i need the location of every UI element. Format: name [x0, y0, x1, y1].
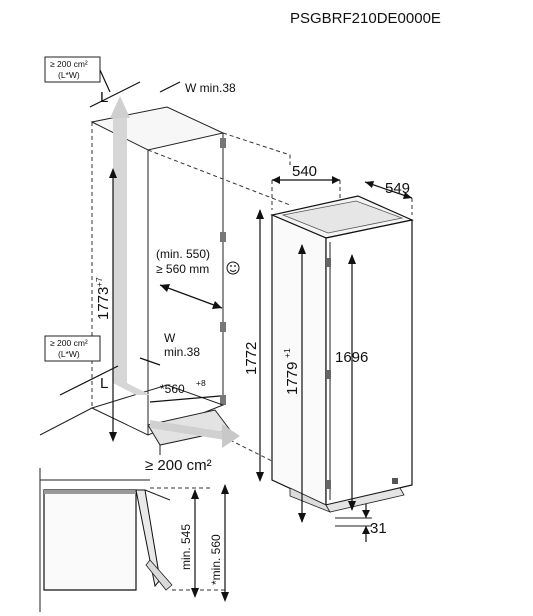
appliance-body-height-dimension: 1772 [243, 209, 264, 482]
door-hinge-icon [326, 370, 331, 379]
bottom-vent-annotation: ≥ 200 cm² (L*W) L W min.38 [44, 331, 200, 396]
niche-width: *560 [160, 382, 185, 396]
appliance-total-height-tolerance: +1 [282, 348, 292, 358]
appliance-depth: 549 [385, 180, 410, 197]
bottom-vent-formula: (L*W) [58, 349, 80, 359]
vent-up-arrow-icon [110, 96, 130, 118]
appliance-width: 540 [292, 163, 317, 180]
gap-dimension: 31 [335, 504, 387, 542]
detail-view: min. 545 *min. 560 [39, 468, 229, 612]
top-vent-annotation: ≥ 200 cm² (L*W) L W min.38 [44, 56, 236, 108]
appliance-total-height: 1779 [284, 362, 301, 395]
vent-out-arrow-icon [222, 424, 240, 448]
niche-height: 1773 [95, 287, 112, 320]
door-hinge-icon [326, 258, 331, 267]
detail-dim-560: *min. 560 [209, 534, 223, 585]
hinge-icon [220, 232, 226, 242]
niche-depth-dimension: (min. 550) ≥ 560 mm [156, 247, 240, 309]
appliance-body [270, 195, 414, 513]
door-height-dimension: 1696 [335, 254, 368, 511]
top-vent-length: L [100, 89, 108, 106]
hinge-icon [220, 138, 226, 148]
appliance-total-height-dimension: 1779 +1 [282, 244, 306, 523]
niche-width-tolerance: +8 [196, 378, 206, 388]
detail-dim-545: min. 545 [179, 524, 193, 570]
gap-value: 31 [370, 520, 387, 537]
floor-vent-area: ≥ 200 cm² [145, 457, 212, 474]
appliance-body-height: 1772 [243, 342, 260, 375]
model-code: PSGBRF210DE0000E [290, 10, 441, 27]
niche-height-dimension: 1773 +7 [94, 168, 117, 442]
airflow-arrows [110, 96, 240, 448]
door-hinge-icon [326, 480, 331, 489]
bottom-vent-area: ≥ 200 cm² [50, 338, 88, 348]
hinge-icon [220, 395, 226, 405]
niche-height-tolerance: +7 [94, 277, 104, 287]
bottom-vent-length: L [100, 375, 108, 392]
top-vent-area: ≥ 200 cm² [50, 59, 88, 69]
top-vent-width: W min.38 [185, 81, 236, 95]
niche-depth-recommended: ≥ 560 mm [156, 262, 209, 276]
top-vent-formula: (L*W) [58, 70, 80, 80]
appliance-top-dimensions: 540 549 [271, 163, 413, 215]
bottom-vent-w-value: min.38 [164, 345, 200, 359]
niche-depth-min: (min. 550) [156, 247, 210, 261]
door-height: 1696 [335, 349, 368, 366]
smiley-icon [226, 261, 240, 275]
hinge-icon [220, 322, 226, 332]
bottom-vent-w-label: W [164, 331, 176, 345]
niche-width-dimension: *560 +8 [149, 378, 221, 403]
